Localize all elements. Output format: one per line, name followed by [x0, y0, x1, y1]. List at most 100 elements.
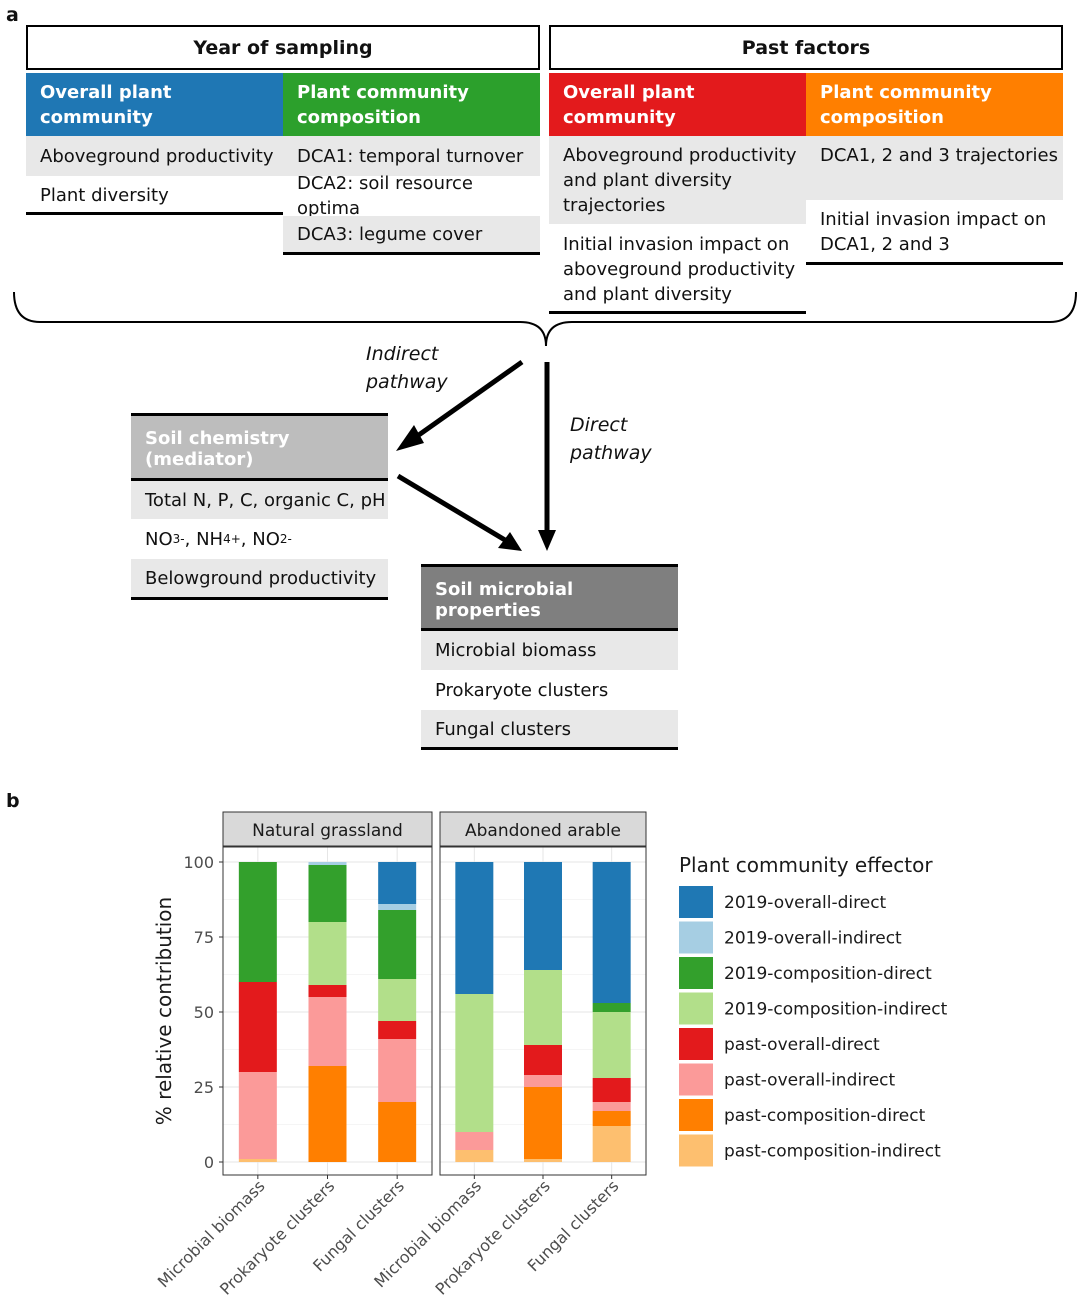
- y-tick-label: 0: [204, 1153, 214, 1172]
- legend-swatch: [679, 1134, 713, 1167]
- bar-segment: [378, 1021, 417, 1039]
- rule: [421, 564, 678, 567]
- bar-segment: [308, 1066, 347, 1162]
- rule: [131, 597, 388, 600]
- bar-segment: [308, 997, 347, 1066]
- legend-swatch: [679, 1099, 713, 1131]
- bar-segment: [238, 1159, 277, 1162]
- rule: [549, 311, 806, 314]
- bar-segment: [592, 1102, 631, 1111]
- bar-segment: [524, 1159, 562, 1162]
- microbial-item: Microbial biomass: [421, 631, 678, 670]
- past-overall-header: Overall plant community: [549, 73, 806, 136]
- legend-label: 2019-composition-indirect: [724, 1000, 948, 1020]
- y-tick-label: 50: [194, 1003, 214, 1022]
- bar-segment: [378, 979, 417, 1021]
- legend-label: past-overall-indirect: [724, 1071, 896, 1091]
- bar-segment: [238, 982, 277, 1072]
- legend-title: Plant community effector: [679, 853, 933, 877]
- bar-segment: [592, 1126, 631, 1162]
- panel-b-label: b: [6, 790, 20, 812]
- bar-segment: [308, 865, 347, 922]
- bar-segment: [378, 1102, 417, 1162]
- year-overall-item: Aboveground productivity: [26, 136, 283, 176]
- y-axis-label: % relative contribution: [152, 897, 176, 1125]
- y-tick-label: 25: [194, 1078, 214, 1097]
- rule: [283, 252, 540, 255]
- legend-swatch: [679, 957, 713, 989]
- legend-label: past-composition-indirect: [724, 1142, 941, 1162]
- facet-title: Natural grassland: [252, 821, 403, 841]
- x-tick-label: Prokaryote clusters: [432, 1176, 554, 1298]
- year-composition-item: DCA3: legume cover: [283, 216, 540, 253]
- facet-title: Abandoned arable: [465, 821, 621, 841]
- bar-segment: [524, 1087, 562, 1159]
- legend-label: 2019-overall-indirect: [724, 929, 902, 949]
- bar-segment: [238, 1072, 277, 1159]
- soil-microbial-header: Soil microbial properties: [421, 567, 678, 629]
- legend-swatch: [679, 1063, 713, 1096]
- indirect-arrowhead: [396, 425, 424, 451]
- plot-border: [439, 846, 647, 1176]
- legend-label: 2019-composition-direct: [724, 964, 932, 984]
- legend-label: past-overall-direct: [724, 1035, 880, 1055]
- bar-segment: [308, 985, 347, 997]
- mediator-arrow: [396, 473, 512, 546]
- legend-swatch: [679, 886, 713, 918]
- rule: [131, 478, 388, 481]
- bar-segment: [455, 1132, 494, 1150]
- grouping-brace: [13, 291, 1077, 347]
- bar-segment: [455, 994, 494, 1132]
- legend-swatch: [679, 992, 713, 1025]
- bar-segment: [308, 862, 347, 865]
- bar-segment: [592, 862, 631, 1003]
- mediator-arrowhead: [498, 532, 522, 551]
- year-of-sampling-header: Year of sampling: [26, 25, 540, 70]
- bar-segment: [455, 862, 494, 994]
- bar-segment: [378, 862, 417, 904]
- bar-segment: [524, 1045, 562, 1075]
- indirect-arrow: [404, 359, 524, 447]
- legend-label: 2019-overall-direct: [724, 893, 887, 913]
- rule: [421, 628, 678, 631]
- year-overall-item: Plant diversity: [40, 184, 169, 206]
- bar-segment: [308, 922, 347, 985]
- year-composition-item: DCA1: temporal turnover: [283, 136, 540, 176]
- panel-a-label: a: [6, 4, 19, 26]
- bar-segment: [524, 970, 562, 1045]
- bar-segment: [592, 1003, 631, 1012]
- legend-swatch: [679, 921, 713, 954]
- bar-segment: [378, 910, 417, 979]
- bar-segment: [592, 1111, 631, 1126]
- past-composition-item: DCA1, 2 and 3 trajectories: [806, 136, 1063, 200]
- rule: [806, 262, 1063, 265]
- x-tick-label: Prokaryote clusters: [216, 1176, 338, 1298]
- year-overall-header: Overall plant community: [26, 73, 283, 136]
- bar-segment: [378, 1039, 417, 1102]
- bar-segment: [592, 1012, 631, 1078]
- bar-segment: [524, 1075, 562, 1087]
- soil-chemistry-item: Belowground productivity: [131, 559, 388, 597]
- legend-swatch: [679, 1028, 713, 1060]
- rule: [131, 413, 388, 416]
- rule: [421, 747, 678, 750]
- bar-segment: [238, 862, 277, 982]
- past-factors-header: Past factors: [549, 25, 1063, 70]
- legend-label: past-composition-direct: [724, 1106, 926, 1126]
- plot-border: [222, 846, 433, 1176]
- bar-segment: [378, 904, 417, 910]
- facet-strip: [439, 811, 647, 847]
- y-tick-label: 75: [194, 928, 214, 947]
- soil-chemistry-item: Total N, P, C, organic C, pH: [131, 481, 388, 519]
- soil-chemistry-header: Soil chemistry (mediator): [131, 416, 388, 478]
- pathway-arrows: [13, 291, 1077, 551]
- bar-segment: [455, 1150, 494, 1162]
